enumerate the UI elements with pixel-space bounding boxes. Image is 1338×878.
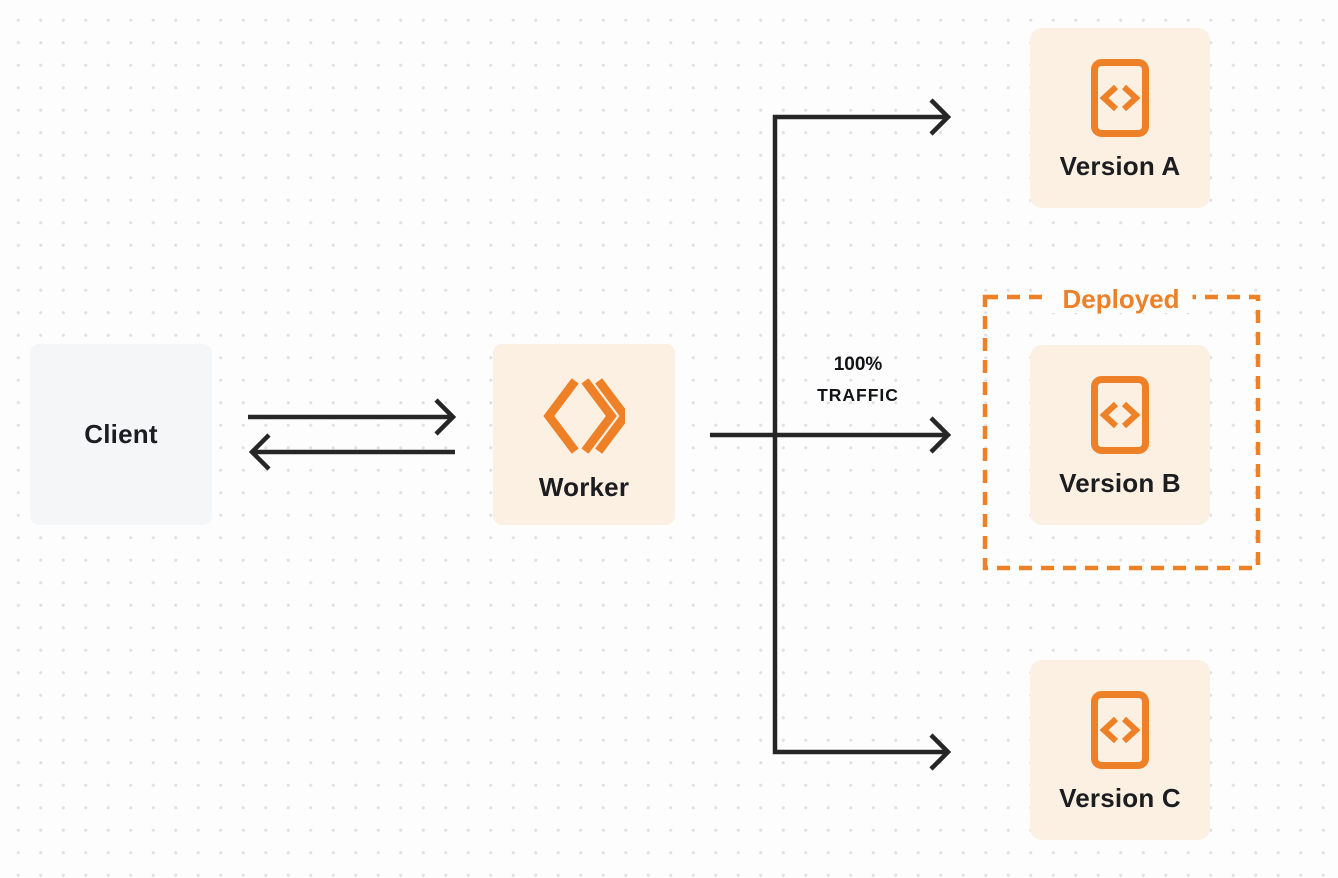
version-c-node: Version C — [1030, 660, 1210, 840]
worker-label: Worker — [538, 471, 630, 502]
version-b-node: Version B — [1030, 345, 1210, 525]
version-a-label: Version A — [1059, 151, 1181, 181]
version-b-label: Version B — [1059, 468, 1181, 498]
version-c-label: Version C — [1059, 783, 1181, 813]
deployed-group-label: Deployed — [1049, 285, 1193, 313]
version-a-node: Version A — [1030, 28, 1210, 208]
traffic-percentage: 100% — [833, 354, 883, 375]
worker-logo-icon — [543, 377, 625, 454]
traffic-annotation: 100% TRAFFIC — [788, 350, 928, 410]
code-file-icon — [1091, 59, 1149, 137]
code-file-icon — [1091, 691, 1149, 769]
traffic-word: TRAFFIC — [817, 385, 899, 405]
client-node: Client — [30, 344, 212, 525]
arrow-worker-to-client — [248, 433, 455, 471]
client-label: Client — [84, 419, 158, 449]
arrow-client-to-worker — [248, 398, 457, 436]
arrow-worker-to-version-b — [710, 416, 952, 454]
code-file-icon — [1091, 376, 1149, 454]
worker-node: Worker — [493, 344, 675, 525]
